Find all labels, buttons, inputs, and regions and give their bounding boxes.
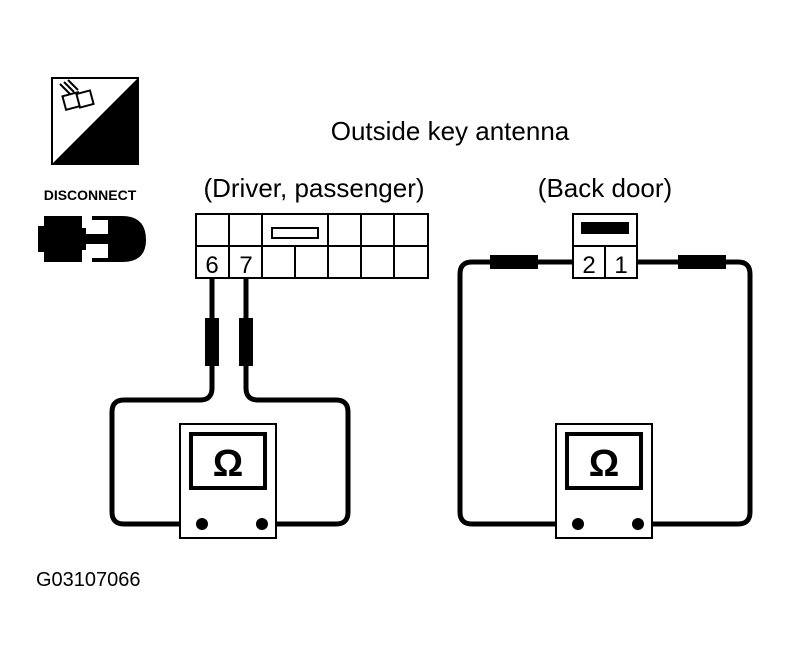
driver-passenger-connector xyxy=(195,213,429,279)
figure-id: G03107066 xyxy=(36,569,141,591)
disconnect-badge: DISCONNECT xyxy=(38,187,146,262)
back-door-label: (Back door) xyxy=(538,173,672,203)
driver-passenger-label: (Driver, passenger) xyxy=(203,173,424,203)
left-ohm-symbol: Ω xyxy=(213,443,243,485)
back-door-connector xyxy=(572,213,638,279)
probe-tip-pin-6 xyxy=(205,318,219,366)
right-ohmmeter xyxy=(555,423,653,539)
connector-plug-icon xyxy=(59,79,95,112)
pin-1-label: 1 xyxy=(614,252,627,279)
left-ohmmeter xyxy=(179,423,277,539)
right-probe-wires xyxy=(457,259,753,527)
diagram-title: Outside key antenna xyxy=(331,116,570,146)
probe-tip-pin-2 xyxy=(490,255,538,269)
right-ohm-symbol: Ω xyxy=(589,443,619,485)
probe-tip-pin-1 xyxy=(678,255,726,269)
disconnect-label: DISCONNECT xyxy=(44,187,137,203)
ts-badge-label: T.S. xyxy=(91,138,129,163)
left-probe-wires xyxy=(109,278,351,527)
pin-2-label: 2 xyxy=(582,252,595,279)
pin-7-label: 7 xyxy=(239,252,252,279)
ts-badge: T.S. xyxy=(51,77,139,165)
disconnect-connector-icon xyxy=(38,216,146,262)
pin-6-label: 6 xyxy=(205,252,218,279)
probe-tip-pin-7 xyxy=(239,318,253,366)
